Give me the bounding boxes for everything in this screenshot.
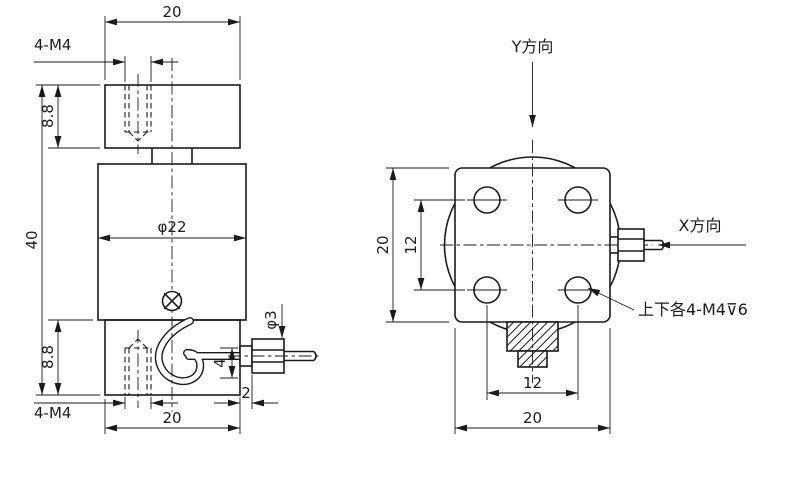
dim-bottom-thread: 4-M4 xyxy=(34,404,71,422)
dim-bottom-height: 8.8 xyxy=(39,345,57,369)
y-direction-label: Y方向 xyxy=(511,37,554,56)
side-centerlines xyxy=(440,140,652,383)
dim-hole-spacing-horizontal: 12 xyxy=(523,374,542,392)
thread-note-label: 上下各4-M4⊽6 xyxy=(638,300,748,319)
side-dimensions: 20 12 12 20 xyxy=(374,167,611,434)
sealing-screw-icon xyxy=(161,290,183,312)
mounting-holes xyxy=(467,186,598,304)
dim-cable-diameter: φ3 xyxy=(262,310,280,329)
top-block xyxy=(104,84,241,164)
front-dimensions: 20 4-M4 8.8 40 8.8 φ22 φ3 xyxy=(23,3,286,434)
dim-hole-spacing-vertical: 12 xyxy=(402,235,420,254)
dim-cable-center: 4 xyxy=(211,358,229,368)
thread-hole-top xyxy=(124,85,152,142)
x-direction-label: X方向 xyxy=(679,216,722,235)
dim-gland-offset: 2 xyxy=(241,384,251,402)
dim-bottom-width: 20 xyxy=(162,409,181,427)
dim-plate-height: 20 xyxy=(374,235,392,254)
thread-note-leader: 上下各4-M4⊽6 xyxy=(587,287,748,319)
front-view: 20 4-M4 8.8 40 8.8 φ22 φ3 xyxy=(23,3,320,434)
dim-top-thread: 4-M4 xyxy=(34,36,71,54)
dim-body-diameter: φ22 xyxy=(158,218,187,236)
dim-top-width: 20 xyxy=(162,3,181,21)
dim-plate-width: 20 xyxy=(523,409,542,427)
x-direction-arrow: X方向 xyxy=(658,216,746,249)
side-view: Y方向 X方向 上下各4-M4⊽6 20 12 xyxy=(374,37,748,434)
y-direction-arrow: Y方向 xyxy=(511,37,554,127)
dim-total-height: 40 xyxy=(23,230,41,249)
cable-gland-side xyxy=(610,228,665,262)
